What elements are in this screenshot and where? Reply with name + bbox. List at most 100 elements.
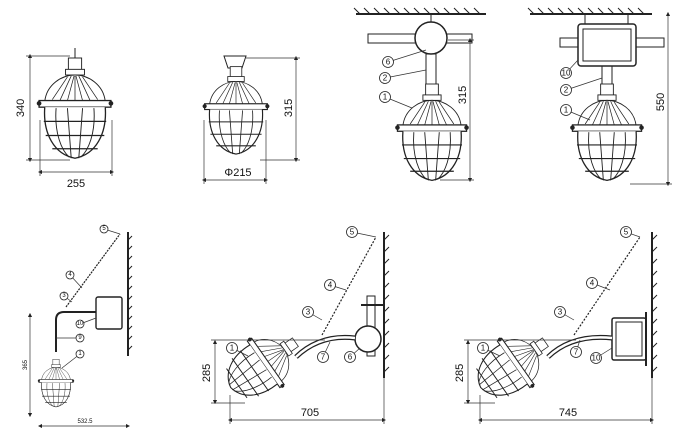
callout: 10 [75,317,97,329]
view-ceiling-mount: 315 Φ215 [201,55,300,184]
callout-number: 1 [481,344,486,353]
callout-circle [65,270,75,280]
junction-box-square [611,317,647,361]
junction-box-round [414,21,448,55]
callout-number: 7 [574,348,579,357]
junction-box-round [354,325,382,353]
callout-circle [75,333,85,343]
chain [573,236,641,336]
dimension-width: 255 [67,178,85,190]
chain [321,236,377,336]
callout: 7 [570,339,582,358]
callout-number: 1 [78,351,82,357]
junction-box-square [577,23,637,67]
callout: 9 [56,333,85,343]
callout-number: 7 [321,353,326,362]
mount-base [223,55,247,69]
callout: 7 [317,341,331,363]
lamp-fixture [201,66,271,155]
callout: 3 [59,291,73,303]
callout-number: 10 [562,69,571,78]
lamp-fixture [36,57,114,159]
callout: 5 [346,226,377,238]
dimension-height: 285 [454,364,466,382]
callout-circle [317,351,329,363]
lamp-fixture [569,83,645,182]
callout-circle [560,84,572,96]
dimension-height: 365 [23,359,29,370]
callout-circle [59,291,69,301]
callout-circle [99,224,109,234]
callout-number: 6 [348,353,353,362]
callout-leader [384,69,427,79]
stem-pipe [425,53,437,89]
callout-circle [75,349,85,359]
dimension-height: 340 [15,99,27,117]
callout-number: 1 [564,106,569,115]
callout-circle [554,306,566,318]
lamp-fixture [462,316,564,413]
callout-number: 1 [230,344,235,353]
callout: 5 [99,224,121,235]
dimension-height: 285 [201,364,213,382]
callout-number: 10 [592,354,601,363]
dimension-height: 315 [283,99,295,117]
view-pendant-compact: 340 255 [15,48,115,190]
callout: 2 [560,77,603,96]
view-ceiling-junction-square: 550 [527,7,672,187]
callout-number: 2 [383,74,388,83]
callout-circle [226,342,238,354]
part-callouts: 6 2 1 10 2 1 5 4 3 10 9 1 5 4 3 1 7 6 5 4 3 1 7 10 [56,49,641,369]
dimension-height: 315 [457,86,469,104]
dimension-width: 705 [301,407,319,419]
callout-circle [344,351,356,363]
callout: 4 [586,277,611,291]
view-wall-bent-arm-square-box: 285 745 [454,232,658,424]
callout: 4 [324,279,347,291]
view-wall-bracket-pendant: 365 532.5 [23,232,133,429]
callout-number: 5 [624,228,629,237]
callout-number: 4 [68,272,72,278]
callout-number: 5 [102,226,106,232]
callout: 1 [379,91,413,109]
callout-circle [560,104,572,116]
callout-number: 2 [564,86,569,95]
callout-number: 1 [383,93,388,102]
callout: 10 [560,59,579,79]
junction-box [95,296,123,330]
lamp-fixture [212,316,314,413]
callout: 3 [554,306,575,321]
callout-circle [379,91,391,103]
callout-number: 3 [306,308,311,317]
callout-circle [302,306,314,318]
callout-leader [387,49,427,63]
callout: 6 [344,347,361,363]
callout-circle [75,319,85,329]
dimension-height: 550 [655,93,667,111]
view-ceiling-junction-round: 315 [353,7,486,183]
callout-circle [324,279,336,291]
callout: 1 [226,342,249,357]
chain [65,233,121,308]
callout: 1 [61,349,85,369]
dimension-diameter: Φ215 [224,167,251,179]
callout-number: 6 [386,58,391,67]
callout-number: 4 [590,279,595,288]
callout-circle [346,226,358,238]
callout-circle [590,352,602,364]
callout-leader [565,77,603,91]
callout-number: 4 [328,281,333,290]
callout-number: 9 [78,335,82,341]
callout: 1 [477,342,501,357]
callout: 1 [560,104,591,121]
dimension-width: 745 [559,407,577,419]
callout: 10 [590,347,613,364]
bracket-arm [55,311,96,352]
lamp-fixture [37,358,75,408]
callout-number: 3 [62,293,66,299]
callout-number: 3 [558,308,563,317]
view-wall-bent-arm-round-box: 285 705 [201,232,390,424]
callout-circle [382,56,394,68]
callout: 4 [65,270,83,289]
